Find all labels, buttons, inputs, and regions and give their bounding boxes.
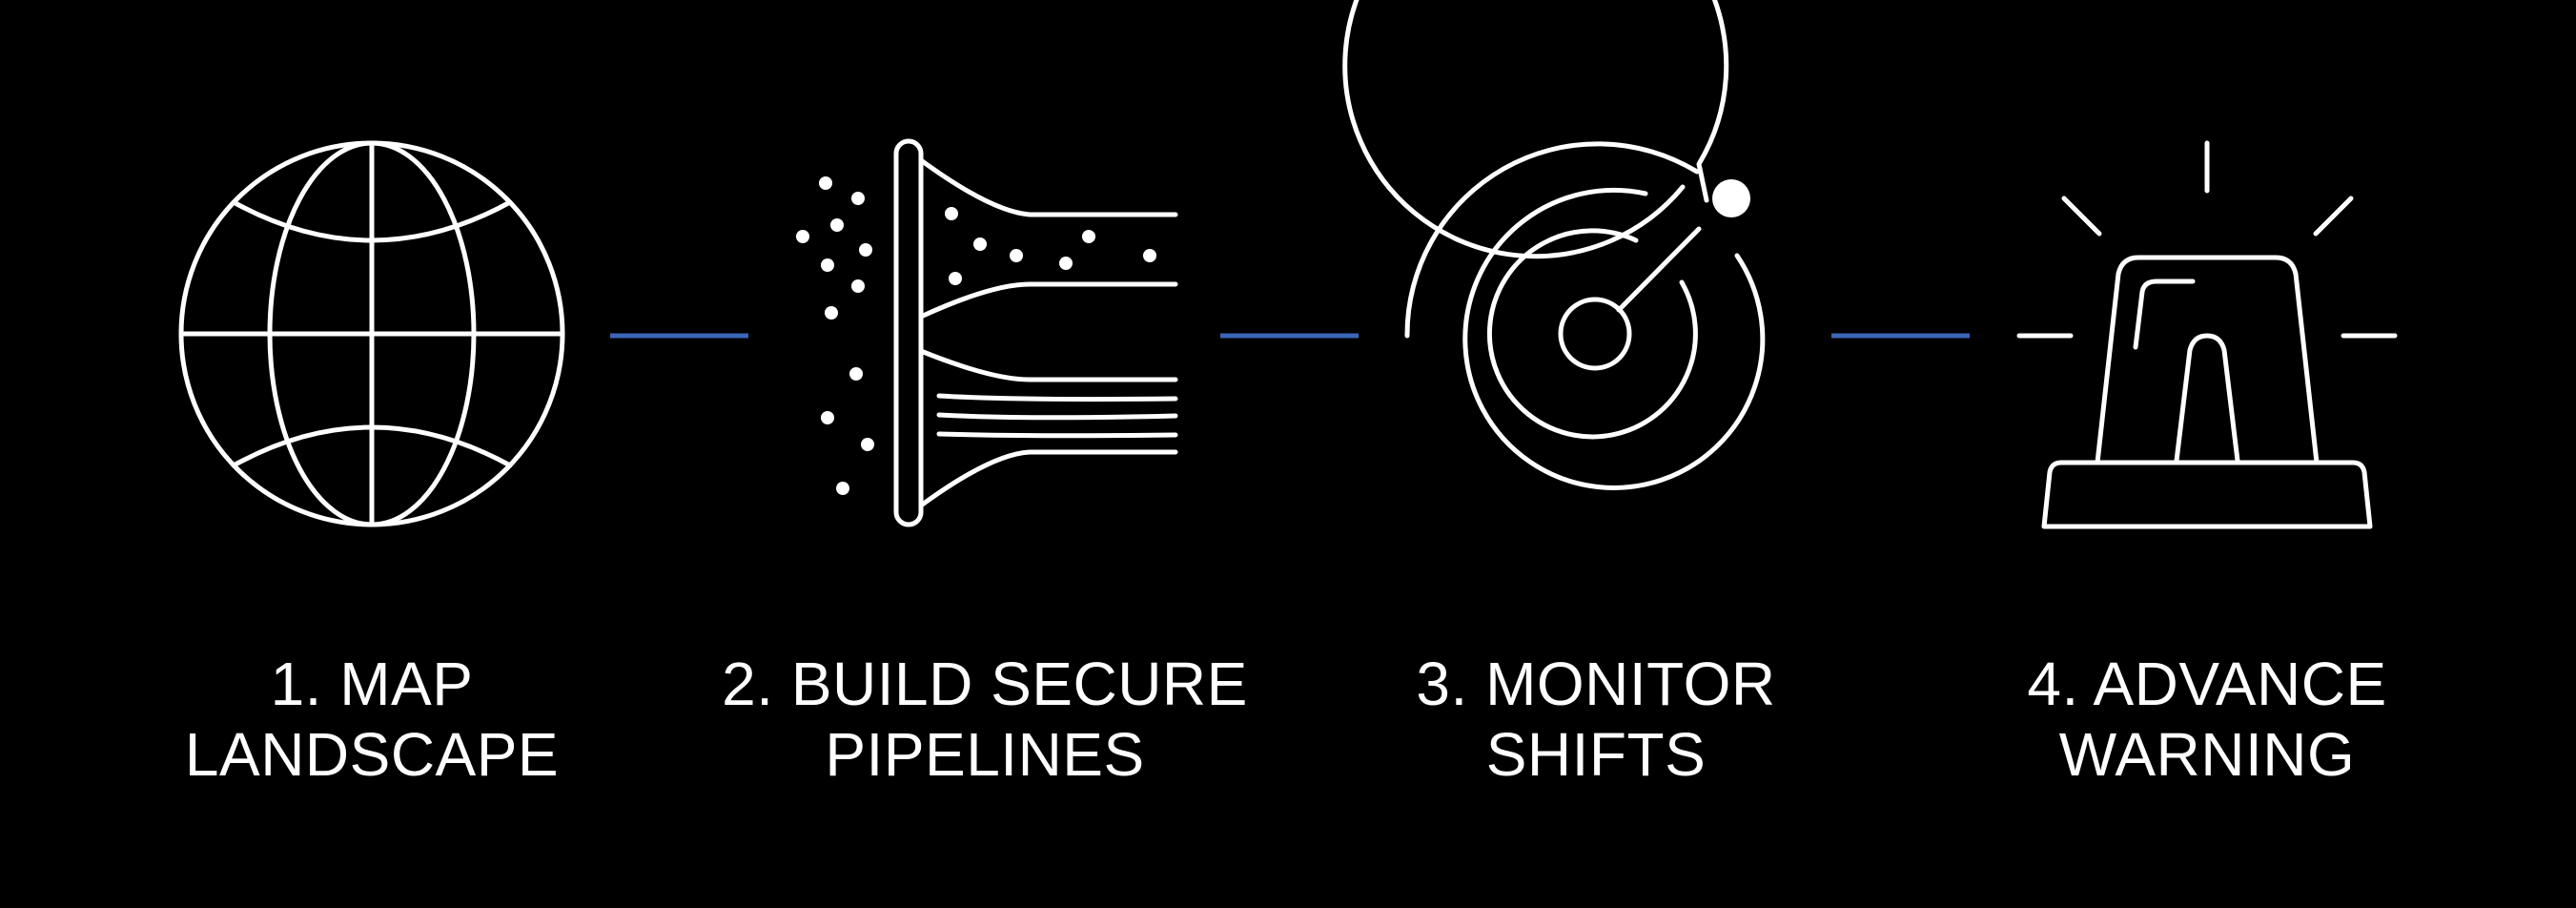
step-3-subtitle: SHIFTS	[1485, 720, 1707, 789]
radar-blip-dot	[1712, 179, 1750, 217]
step-3-label: 3. MONITOR SHIFTS	[1291, 649, 1901, 790]
step-2-label: 2. BUILD SECURE PIPELINES	[680, 649, 1290, 790]
step-1-subtitle: LANDSCAPE	[184, 720, 560, 789]
step-2-subtitle: PIPELINES	[825, 720, 1145, 789]
radar-icon	[1342, 0, 1766, 490]
filter-pipeline-icon	[893, 138, 1178, 527]
step-4-subtitle: WARNING	[2058, 720, 2356, 789]
globe-icon	[178, 140, 565, 527]
step-1-title: 1. MAP	[270, 650, 474, 718]
step-2-title: 2. BUILD SECURE	[722, 650, 1248, 718]
step-4-label: 4. ADVANCE WARNING	[1902, 649, 2512, 790]
step-1-label: 1. MAP LANDSCAPE	[67, 649, 677, 790]
particle-dots	[796, 176, 1156, 495]
step-4-title: 4. ADVANCE	[2027, 650, 2387, 718]
alarm-siren-icon	[2016, 140, 2398, 529]
step-3-title: 3. MONITOR	[1416, 650, 1776, 718]
